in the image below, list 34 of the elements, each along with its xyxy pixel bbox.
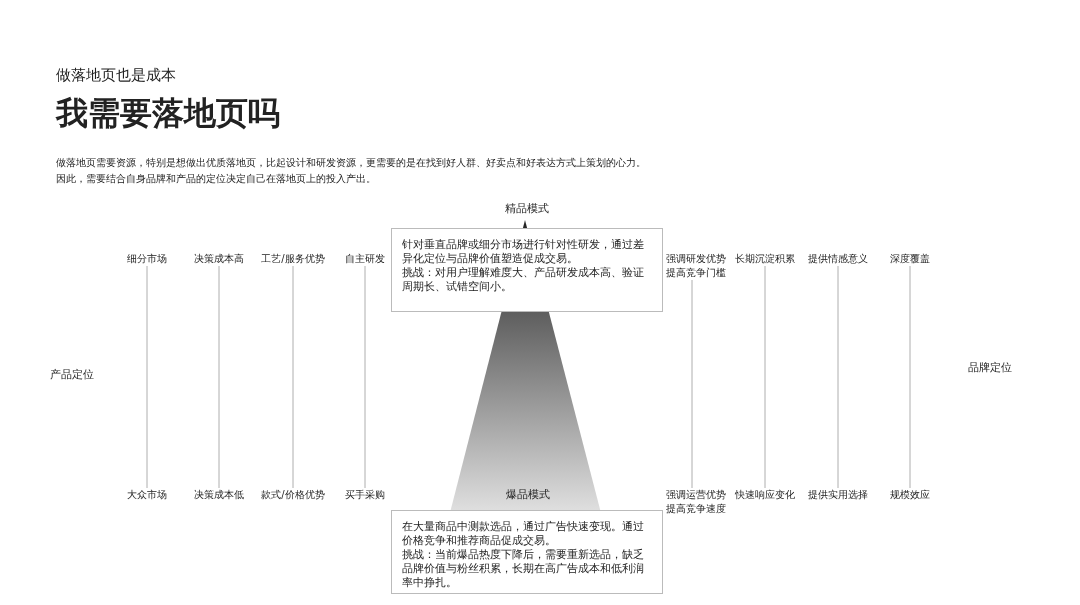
title: 我需要落地页吗	[56, 93, 280, 134]
intro-text: 因此，需要结合自身品牌和产品的定位决定自己在落地页上的投入产出。	[56, 172, 376, 186]
scale-label: 强调运营优势提高竞争速度	[666, 488, 728, 516]
scale-line	[909, 265, 911, 489]
scale-label: 提供情感意义	[808, 252, 868, 266]
scale-line	[837, 265, 839, 489]
mode-label: 精品模式	[505, 201, 549, 216]
scale-line	[764, 265, 766, 489]
scale-label: 自主研发	[345, 252, 385, 266]
scale-label: 工艺/服务优势	[261, 252, 325, 266]
scale-label: 细分市场	[127, 252, 167, 266]
scale-label: 决策成本高	[194, 252, 244, 266]
scale-label: 规模效应	[890, 488, 930, 502]
axis-label: 品牌定位	[968, 360, 1012, 375]
description-box: 在大量商品中测款选品，通过广告快速变现。通过价格竞争和推荐商品促成交易。 挑战：当前爆品热度下降后，需要重新选品，缺乏品牌价值与粉丝积累，长期在高广告成本和低利润率中挣扎。	[391, 510, 663, 594]
subtitle: 做落地页也是成本	[56, 66, 176, 85]
scale-label: 强调研发优势提高竞争门槛	[666, 252, 728, 280]
description-box: 针对垂直品牌或细分市场进行针对性研发，通过差异化定位与品牌价值塑造促成交易。 挑战：对用户理解难度大、产品研发成本高、验证周期长、试错空间小。	[391, 228, 663, 312]
mode-label: 爆品模式	[506, 487, 550, 502]
scale-line	[691, 279, 693, 489]
scale-label: 提供实用选择	[808, 488, 868, 502]
scale-label: 长期沉淀积累	[735, 252, 795, 266]
scale-label: 深度覆盖	[890, 252, 930, 266]
axis-label: 产品定位	[50, 367, 94, 382]
scale-label: 大众市场	[127, 488, 167, 502]
scale-line	[364, 265, 366, 489]
scale-label: 款式/价格优势	[261, 488, 325, 502]
scale-label: 买手采购	[345, 488, 385, 502]
scale-line	[292, 265, 294, 489]
scale-line	[146, 265, 148, 489]
scale-label: 快速响应变化	[735, 488, 795, 502]
scale-line	[218, 265, 220, 489]
intro-text: 做落地页需要资源，特别是想做出优质落地页，比起设计和研发资源，更需要的是在找到好人群、好卖点和好表达方式上策划的心力。	[56, 156, 646, 170]
scale-label: 决策成本低	[194, 488, 244, 502]
